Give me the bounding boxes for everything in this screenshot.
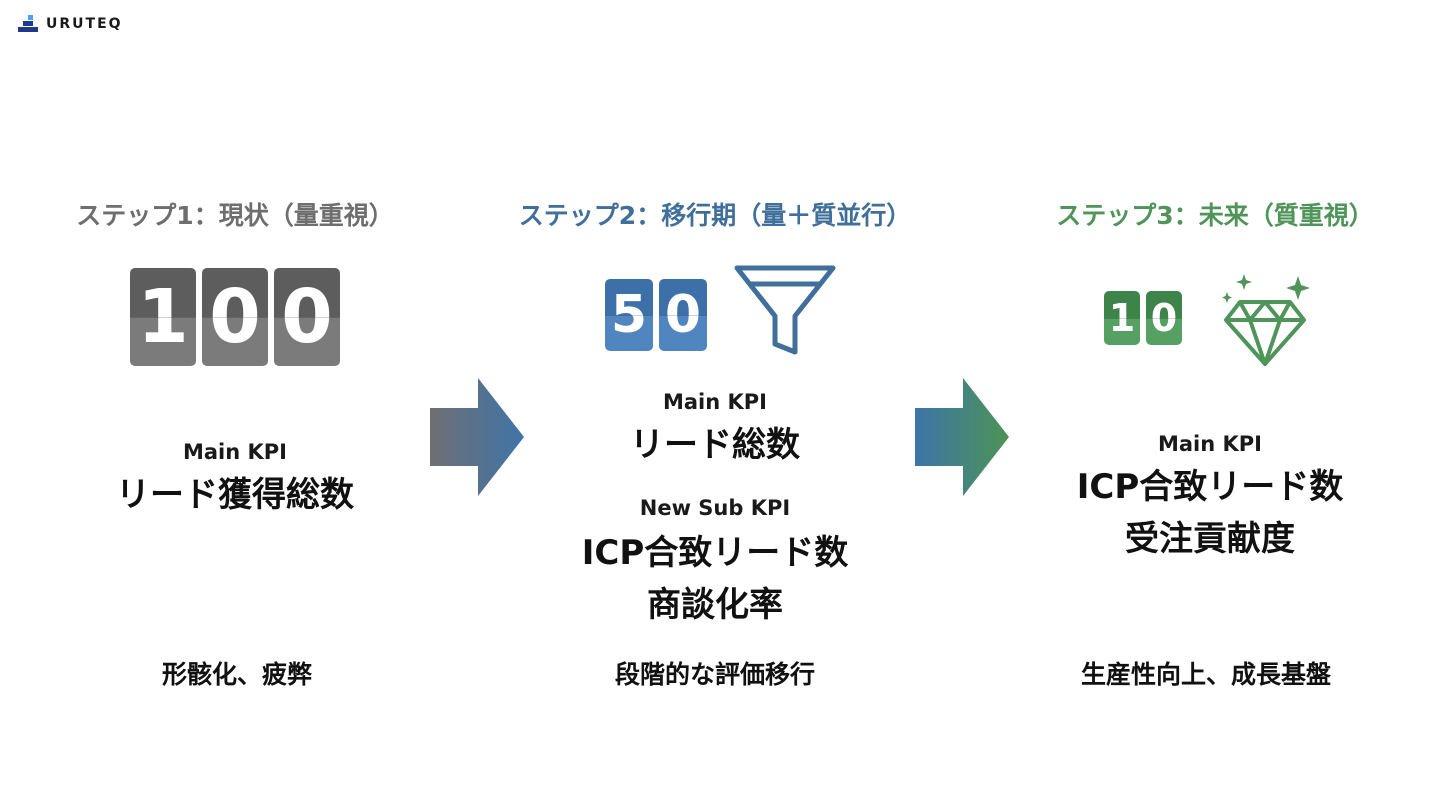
counter-digit: 1 bbox=[130, 268, 196, 366]
main-kpi-value: リード獲得総数 bbox=[116, 475, 354, 515]
brand-name: URUTEQ bbox=[46, 16, 123, 32]
counter-digit: 1 bbox=[1104, 291, 1140, 345]
main-kpi-value: リード総数 bbox=[630, 425, 800, 465]
right-arrow-icon bbox=[430, 378, 524, 496]
counter-digit: 0 bbox=[202, 268, 268, 366]
step-3-counter: 1 0 bbox=[1104, 291, 1182, 345]
step-3-footer: 生産性向上、成長基盤 bbox=[1080, 660, 1331, 689]
counter-digit: 5 bbox=[605, 279, 653, 351]
main-kpi-label: Main KPI bbox=[662, 390, 767, 414]
counter-digit: 0 bbox=[274, 268, 340, 366]
bar-blocks-logo-icon bbox=[18, 15, 38, 33]
step-3-title: ステップ3：未来（質重視） bbox=[1056, 201, 1374, 230]
funnel-icon bbox=[734, 265, 836, 355]
step-2-footer: 段階的な評価移行 bbox=[614, 660, 815, 689]
right-arrow-icon bbox=[915, 378, 1009, 496]
counter-digit: 0 bbox=[659, 279, 707, 351]
brand-logo: URUTEQ bbox=[18, 15, 123, 33]
main-kpi-value: 受注貢献度 bbox=[1125, 519, 1295, 559]
sub-kpi-value: ICP合致リード数 bbox=[581, 533, 849, 573]
step-2-counter: 5 0 bbox=[605, 279, 707, 351]
main-kpi-value: ICP合致リード数 bbox=[1076, 467, 1344, 507]
step-1-counter: 1 0 0 bbox=[130, 268, 340, 366]
sub-kpi-value: 商談化率 bbox=[647, 585, 783, 625]
sub-kpi-label: New Sub KPI bbox=[639, 496, 791, 520]
main-kpi-label: Main KPI bbox=[182, 440, 287, 464]
step-1-title: ステップ1：現状（量重視） bbox=[76, 201, 394, 230]
diamond-icon bbox=[1222, 274, 1310, 366]
step-2-title: ステップ2：移行期（量＋質並行） bbox=[518, 201, 912, 230]
step-1-footer: 形骸化、疲弊 bbox=[161, 660, 312, 689]
main-kpi-label: Main KPI bbox=[1157, 432, 1262, 456]
counter-digit: 0 bbox=[1146, 291, 1182, 345]
